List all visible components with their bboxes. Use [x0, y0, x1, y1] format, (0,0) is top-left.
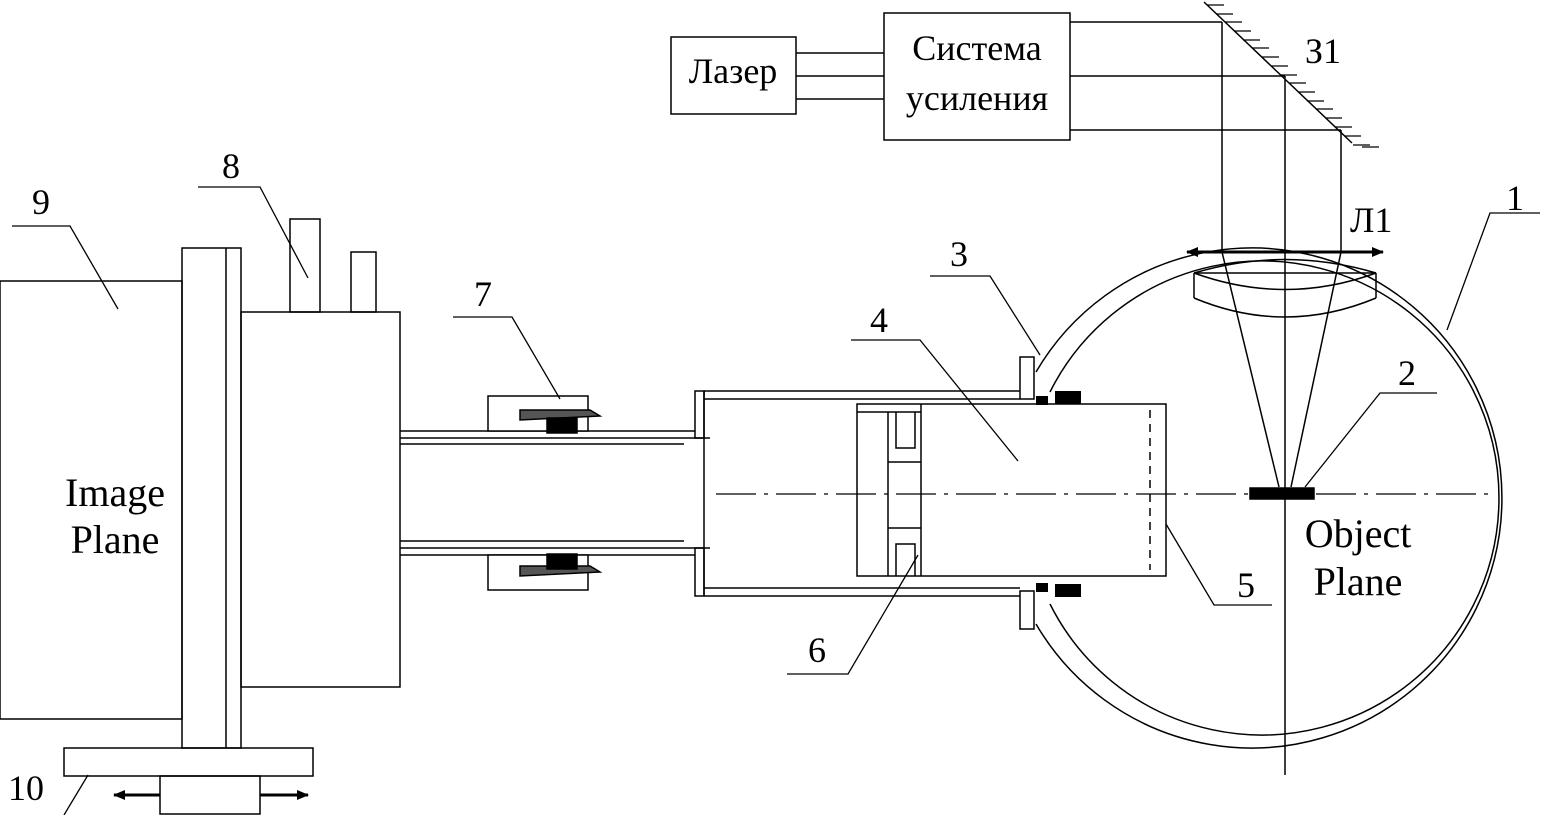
amplifier-label-line2: усиления — [906, 78, 1048, 118]
callout-10: 10 — [8, 768, 44, 808]
mirror-label: З1 — [1305, 31, 1341, 71]
vacuum-chamber-inner — [1049, 260, 1500, 736]
mirror-z1 — [1203, 1, 1379, 148]
callout-3: 3 — [950, 234, 968, 274]
chamber-window — [1193, 258, 1377, 318]
image-plane-label-line1: Image — [65, 470, 165, 515]
callout-7: 7 — [474, 274, 492, 314]
stage-carriage — [159, 775, 261, 815]
seal-ring — [1036, 391, 1081, 597]
object-plane-label-line1: Object — [1305, 511, 1412, 556]
objective-6 — [857, 411, 921, 576]
housing-tube — [694, 390, 1020, 597]
callout-6: 6 — [808, 630, 826, 670]
focus-ray — [1221, 251, 1280, 488]
mounting-plate — [181, 247, 242, 749]
extension-rods — [400, 430, 710, 556]
leader-lines — [12, 186, 1540, 815]
amplifier-label-line1: Система — [912, 28, 1042, 68]
callout-5: 5 — [1237, 565, 1255, 605]
lens-label: Л1 — [1350, 200, 1392, 240]
object-plane-label-line2: Plane — [1314, 559, 1403, 604]
flange-3 — [1019, 356, 1035, 630]
callout-2: 2 — [1398, 353, 1416, 393]
callout-9: 9 — [32, 182, 50, 222]
focus-ray — [1290, 251, 1342, 488]
objective-tube-4 — [856, 403, 1167, 577]
image-plane-label-line2: Plane — [71, 517, 160, 562]
callout-1: 1 — [1506, 178, 1524, 218]
laser-label: Лазер — [689, 51, 778, 91]
translation-stage-10 — [63, 747, 314, 777]
camera-connector — [289, 218, 321, 313]
camera-body-8 — [240, 311, 401, 688]
vacuum-chamber-outer — [1035, 247, 1503, 749]
clamp-7 — [487, 395, 603, 591]
callout-8: 8 — [222, 146, 240, 186]
callout-4: 4 — [870, 300, 888, 340]
camera-connector — [350, 251, 377, 313]
image-plane-9 — [0, 280, 183, 720]
